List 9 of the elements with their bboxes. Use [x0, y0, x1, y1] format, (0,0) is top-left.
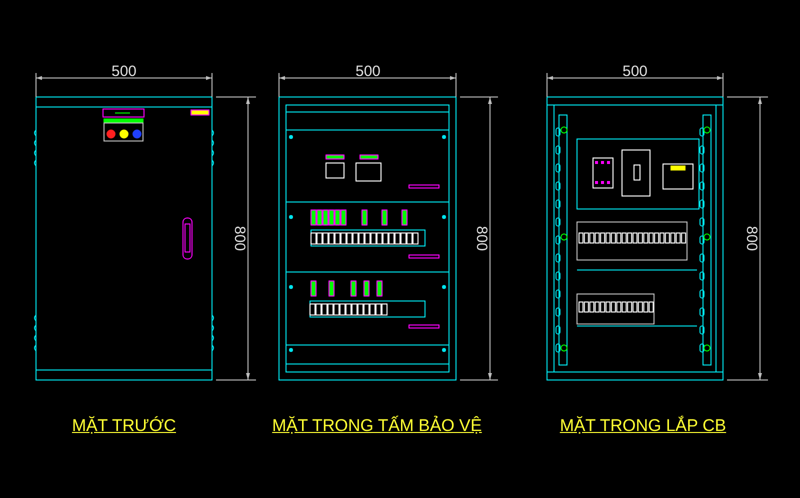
dimension-value: 500 — [111, 64, 137, 78]
dimension-value: 500 — [622, 64, 648, 78]
view-caption: MẶT TRƯỚC — [72, 416, 176, 434]
dimension-value: 800 — [744, 225, 760, 251]
dimension-value: 500 — [355, 64, 381, 78]
view-caption: MẶT TRONG TẤM BẢO VỆ — [272, 416, 482, 434]
dimension-value: 800 — [232, 225, 248, 251]
dimension-value: 800 — [474, 225, 490, 251]
view-caption: MẶT TRONG LẮP CB — [560, 416, 726, 434]
